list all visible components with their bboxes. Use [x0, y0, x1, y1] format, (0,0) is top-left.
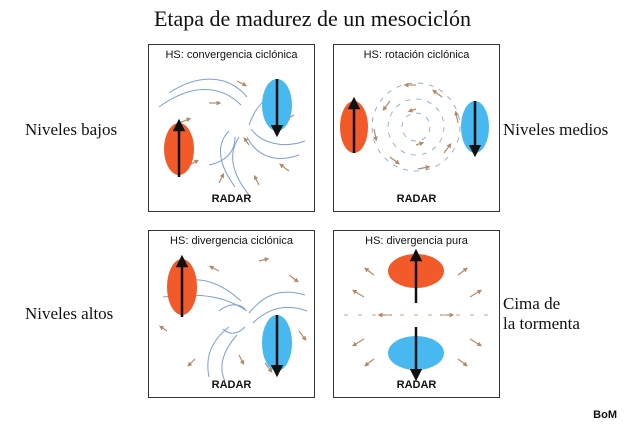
- panel-top-radar-label: RADAR: [396, 379, 437, 391]
- rotation-rings: [371, 82, 461, 172]
- low-convergence-figure: [158, 78, 306, 196]
- panel-mid-rotation: HS: rotación ciclónica RADAR: [333, 44, 500, 212]
- streamlines: [158, 78, 306, 196]
- panel-low-convergence: HS: convergencia ciclónica RADAR: [148, 44, 315, 212]
- panel-mid-title: HS: rotación ciclónica: [363, 49, 470, 61]
- top-divergence-figure: [344, 248, 489, 382]
- label-storm-top-line2: la tormenta: [503, 314, 580, 333]
- label-high-levels: Niveles altos: [25, 304, 114, 323]
- wind-arrows: [373, 82, 459, 170]
- panel-low-title: HS: convergencia ciclónica: [165, 49, 298, 61]
- diagram-title: Etapa de madurez de un mesociclón: [153, 6, 472, 31]
- high-divergence-figure: [159, 254, 308, 382]
- panel-high-title: HS: divergencia ciclónica: [170, 235, 293, 247]
- panel-high-divergence: HS: divergencia ciclónica RADAR: [148, 230, 315, 398]
- panel-low-radar-label: RADAR: [211, 193, 252, 205]
- label-mid-levels: Niveles medios: [503, 120, 609, 139]
- panel-top-pure-divergence: HS: divergencia pura RADAR: [333, 230, 500, 398]
- label-low-levels: Niveles bajos: [25, 120, 118, 139]
- mid-rotation-figure: [340, 82, 489, 172]
- panel-mid-radar-label: RADAR: [396, 193, 437, 205]
- label-storm-top: Cima de la tormenta: [503, 294, 580, 334]
- panel-top-title: HS: divergencia pura: [365, 235, 468, 247]
- credit-logo-text: BoM: [593, 409, 617, 421]
- label-storm-top-line1: Cima de: [503, 294, 561, 313]
- panel-high-radar-label: RADAR: [211, 379, 252, 391]
